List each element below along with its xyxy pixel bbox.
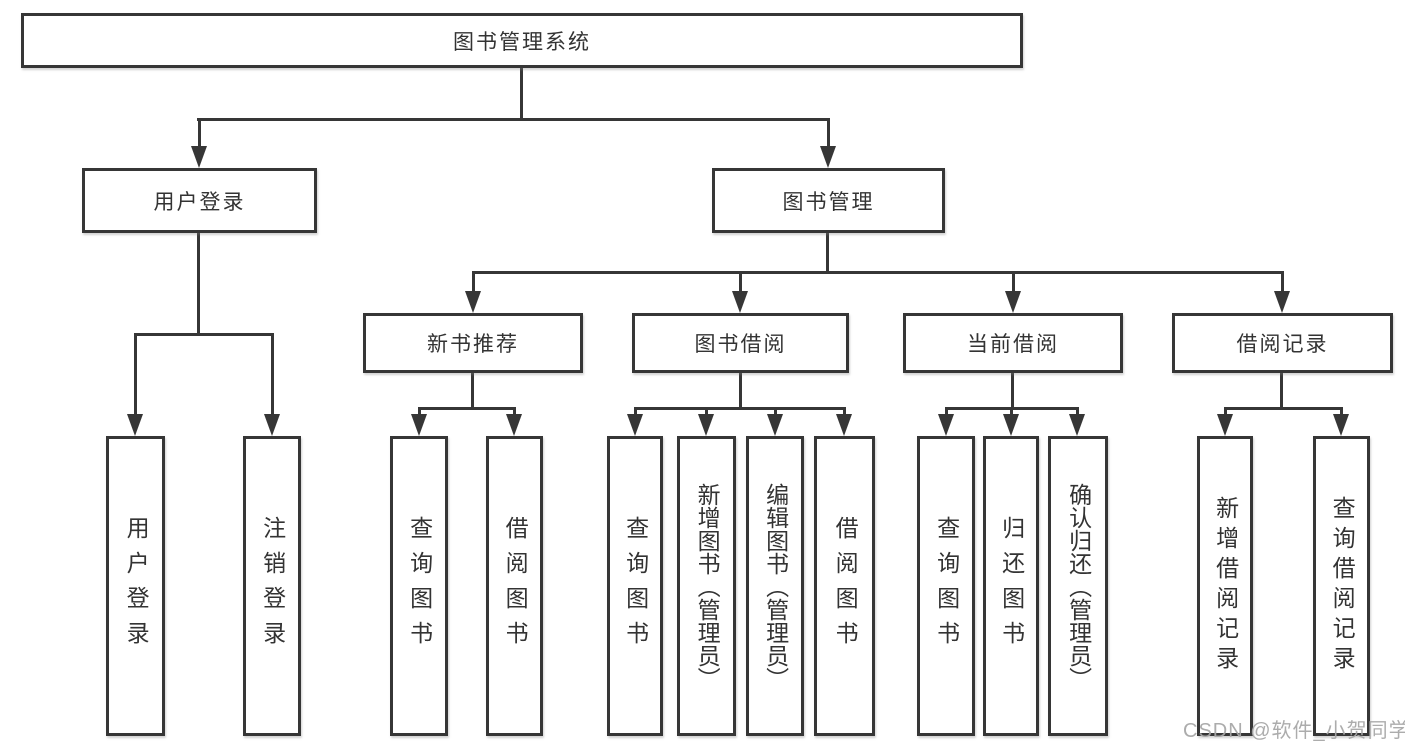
node-label: 编辑图书（管理员） bbox=[762, 482, 789, 690]
leaf-rec-query-books: 查询图书 bbox=[390, 436, 448, 736]
connector-arrow-shaft bbox=[418, 407, 421, 416]
node-label: 查询图书 bbox=[933, 516, 960, 656]
arrowhead-to-leaf-bb-borrow bbox=[836, 414, 852, 436]
connector-user-login-stem bbox=[197, 233, 200, 336]
leaf-bb-query-books: 查询图书 bbox=[607, 436, 663, 736]
connector-new-book-rec-branch bbox=[418, 407, 515, 410]
node-label: 图书管理系统 bbox=[453, 30, 591, 54]
connector-arrow-shaft bbox=[134, 333, 137, 416]
arrowhead-to-leaf-cb-query bbox=[938, 414, 954, 436]
node-label: 查询图书 bbox=[406, 516, 433, 656]
node-label: 借阅记录 bbox=[1236, 333, 1329, 356]
arrowhead-to-leaf-br-query bbox=[1333, 414, 1349, 436]
connector-arrow-shaft bbox=[705, 407, 708, 416]
leaf-bb-edit-books-admin: 编辑图书（管理员） bbox=[746, 436, 804, 736]
connector-borrow-records-branch bbox=[1224, 407, 1342, 410]
node-borrowing-records: 借阅记录 bbox=[1172, 313, 1393, 373]
node-label: 用户登录 bbox=[123, 516, 150, 656]
connector-arrow-shaft bbox=[271, 333, 274, 416]
arrowhead-to-leaf-br-add bbox=[1217, 414, 1233, 436]
connector-book-borrow-branch bbox=[634, 407, 845, 410]
connector-arrow-shaft bbox=[1224, 407, 1227, 416]
leaf-cb-query-books: 查询图书 bbox=[917, 436, 975, 736]
arrowhead-to-leaf-cb-return bbox=[1003, 414, 1019, 436]
connector-book-borrow-stem bbox=[739, 373, 742, 410]
connector-book-mgmt-stem bbox=[826, 233, 829, 274]
leaf-br-query-record: 查询借阅记录 bbox=[1313, 436, 1370, 736]
node-label: 查询图书 bbox=[622, 516, 649, 656]
leaf-rec-borrow-books: 借阅图书 bbox=[486, 436, 543, 736]
node-label: 新书推荐 bbox=[427, 333, 519, 356]
arrowhead-to-leaf-rec-borrow bbox=[506, 414, 522, 436]
leaf-cb-confirm-return-admin: 确认归还（管理员） bbox=[1048, 436, 1108, 736]
leaf-logout: 注销登录 bbox=[243, 436, 301, 736]
csdn-watermark: CSDN @软件_小贺同学 bbox=[1183, 720, 1405, 742]
node-label: 当前借阅 bbox=[967, 333, 1059, 356]
arrowhead-to-book-mgmt-group bbox=[820, 146, 836, 168]
arrowhead-to-book-borrow bbox=[732, 291, 748, 313]
node-label: 图书借阅 bbox=[694, 333, 787, 356]
connector-borrow-records-stem bbox=[1280, 373, 1283, 410]
arrowhead-to-borrow-records bbox=[1274, 291, 1290, 313]
arrowhead-to-current-borrow bbox=[1005, 291, 1021, 313]
connector-arrow-shaft bbox=[945, 407, 948, 416]
arrowhead-to-leaf-user-login bbox=[127, 414, 143, 436]
node-library-management-system: 图书管理系统 bbox=[21, 13, 1023, 68]
connector-arrow-shaft bbox=[1340, 407, 1343, 416]
arrowhead-to-leaf-cb-confirm bbox=[1069, 414, 1085, 436]
node-label: 归还图书 bbox=[998, 516, 1025, 656]
node-label: 新增图书（管理员） bbox=[694, 482, 721, 690]
node-label: 新增借阅记录 bbox=[1212, 496, 1239, 676]
leaf-cb-return-books: 归还图书 bbox=[983, 436, 1039, 736]
connector-arrow-shaft bbox=[1010, 407, 1013, 416]
node-label: 确认归还（管理员） bbox=[1065, 482, 1092, 690]
leaf-bb-borrow-books: 借阅图书 bbox=[814, 436, 875, 736]
connector-new-book-rec-stem bbox=[471, 373, 474, 410]
connector-root-branch bbox=[197, 118, 829, 121]
node-label: 借阅图书 bbox=[502, 516, 529, 656]
connector-book-mgmt-branch bbox=[472, 271, 1283, 274]
node-label: 注销登录 bbox=[259, 516, 286, 656]
leaf-user-login: 用户登录 bbox=[106, 436, 165, 736]
node-label: 借阅图书 bbox=[832, 516, 859, 656]
node-label: 图书管理 bbox=[782, 190, 875, 214]
node-current-borrowing: 当前借阅 bbox=[903, 313, 1123, 373]
connector-current-borrow-stem bbox=[1011, 373, 1014, 410]
connector-user-login-branch bbox=[134, 333, 274, 336]
arrowhead-to-leaf-logout bbox=[264, 414, 280, 436]
leaf-br-add-record: 新增借阅记录 bbox=[1197, 436, 1253, 736]
arrowhead-to-leaf-bb-edit bbox=[767, 414, 783, 436]
connector-arrow-shaft bbox=[1281, 271, 1284, 293]
connector-arrow-shaft bbox=[843, 407, 846, 416]
arrowhead-to-new-book-rec bbox=[465, 291, 481, 313]
connector-arrow-shaft bbox=[1076, 407, 1079, 416]
node-user-login-group: 用户登录 bbox=[82, 168, 317, 233]
connector-root-stem bbox=[520, 68, 523, 121]
connector-arrow-shaft bbox=[739, 271, 742, 293]
connector-arrow-shaft bbox=[634, 407, 637, 416]
arrowhead-to-leaf-bb-add bbox=[698, 414, 714, 436]
connector-arrow-shaft bbox=[827, 118, 830, 150]
connector-arrow-shaft bbox=[513, 407, 516, 416]
node-label: 用户登录 bbox=[153, 190, 246, 214]
connector-arrow-shaft bbox=[774, 407, 777, 416]
connector-arrow-shaft bbox=[472, 271, 475, 293]
arrowhead-to-user-login-group bbox=[191, 146, 207, 168]
node-book-borrowing: 图书借阅 bbox=[632, 313, 849, 373]
arrowhead-to-leaf-bb-query bbox=[627, 414, 643, 436]
connector-arrow-shaft bbox=[1012, 271, 1015, 293]
connector-arrow-shaft bbox=[198, 118, 201, 150]
node-new-book-recommendation: 新书推荐 bbox=[363, 313, 583, 373]
arrowhead-to-leaf-rec-query bbox=[411, 414, 427, 436]
node-book-management-group: 图书管理 bbox=[712, 168, 945, 233]
leaf-bb-add-books-admin: 新增图书（管理员） bbox=[677, 436, 736, 736]
node-label: 查询借阅记录 bbox=[1329, 496, 1356, 676]
